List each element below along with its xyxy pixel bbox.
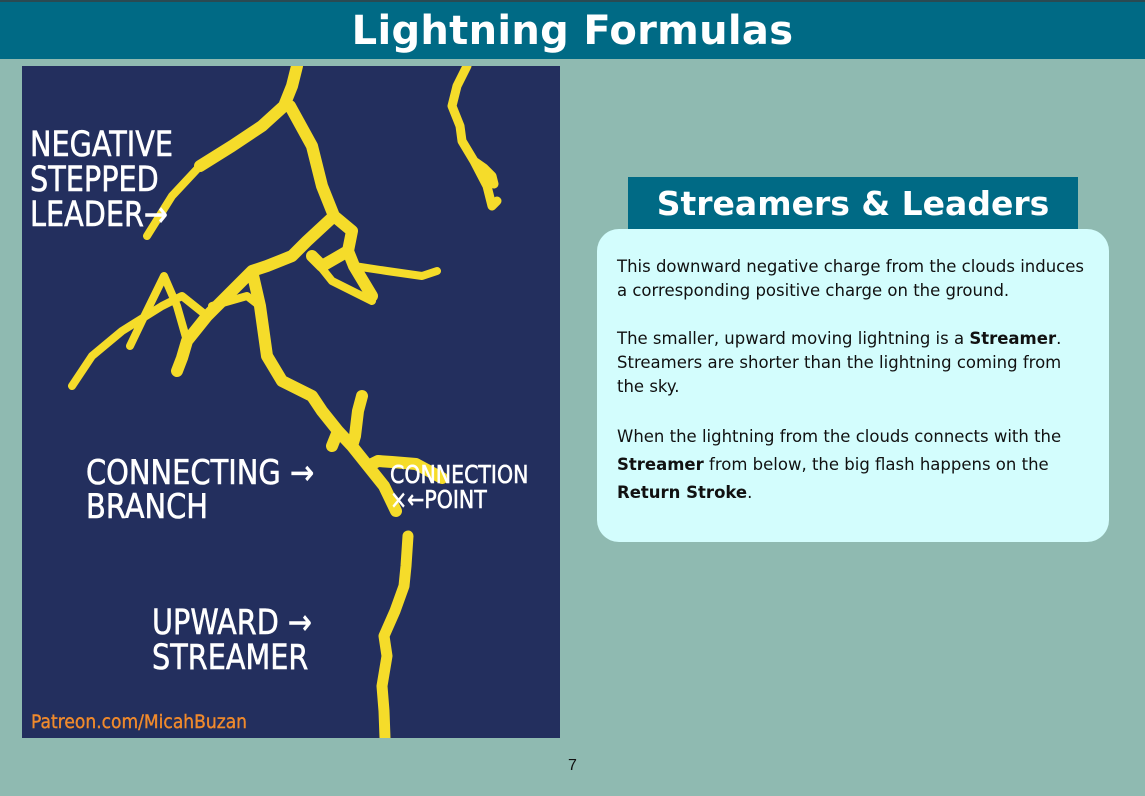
paragraph-induced-charge: This downward negative charge from the c… [617,257,1084,300]
text: The smaller, upward moving lightning is … [617,329,970,348]
label-negative-stepped-leader: NEGATIVE STEPPED LEADER→ [30,125,174,235]
lightning-upward-streamer [376,530,414,738]
text: . Streamers are shorter than the lightni… [617,329,1062,396]
text: . [747,483,753,502]
page-title: Lightning Formulas [351,7,794,54]
lightning-main-bolt [171,66,448,517]
lightning-upper-right-bolt [447,66,502,211]
label-connection-point: CONNECTION ×←POINT [390,460,529,514]
paragraph-streamer: The smaller, upward moving lightning is … [617,327,1089,399]
credit-text: Patreon.com/MicahBuzan [31,711,248,733]
title-bar: Lightning Formulas [0,0,1145,59]
term-streamer: Streamer [617,455,704,474]
lightning-drawing [68,66,502,738]
page-number: 7 [568,757,577,774]
text: When the lightning from the clouds conne… [617,427,1062,446]
term-return-stroke: Return Stroke [617,483,748,502]
label-connecting-branch: CONNECTING → BRANCH [86,453,315,527]
label-upward-streamer: UPWARD → STREAMER [152,603,312,678]
card-header: Streamers & Leaders [628,177,1078,229]
card-title: Streamers & Leaders [656,183,1050,223]
info-card: This downward negative charge from the c… [597,229,1109,542]
term-streamer: Streamer [969,329,1057,348]
paragraph-return-stroke: When the lightning from the clouds conne… [617,423,1089,507]
lightning-illustration: NEGATIVE STEPPED LEADER→ CONNECTING → BR… [22,66,560,738]
text: from below, the big flash happens on the [703,455,1049,474]
